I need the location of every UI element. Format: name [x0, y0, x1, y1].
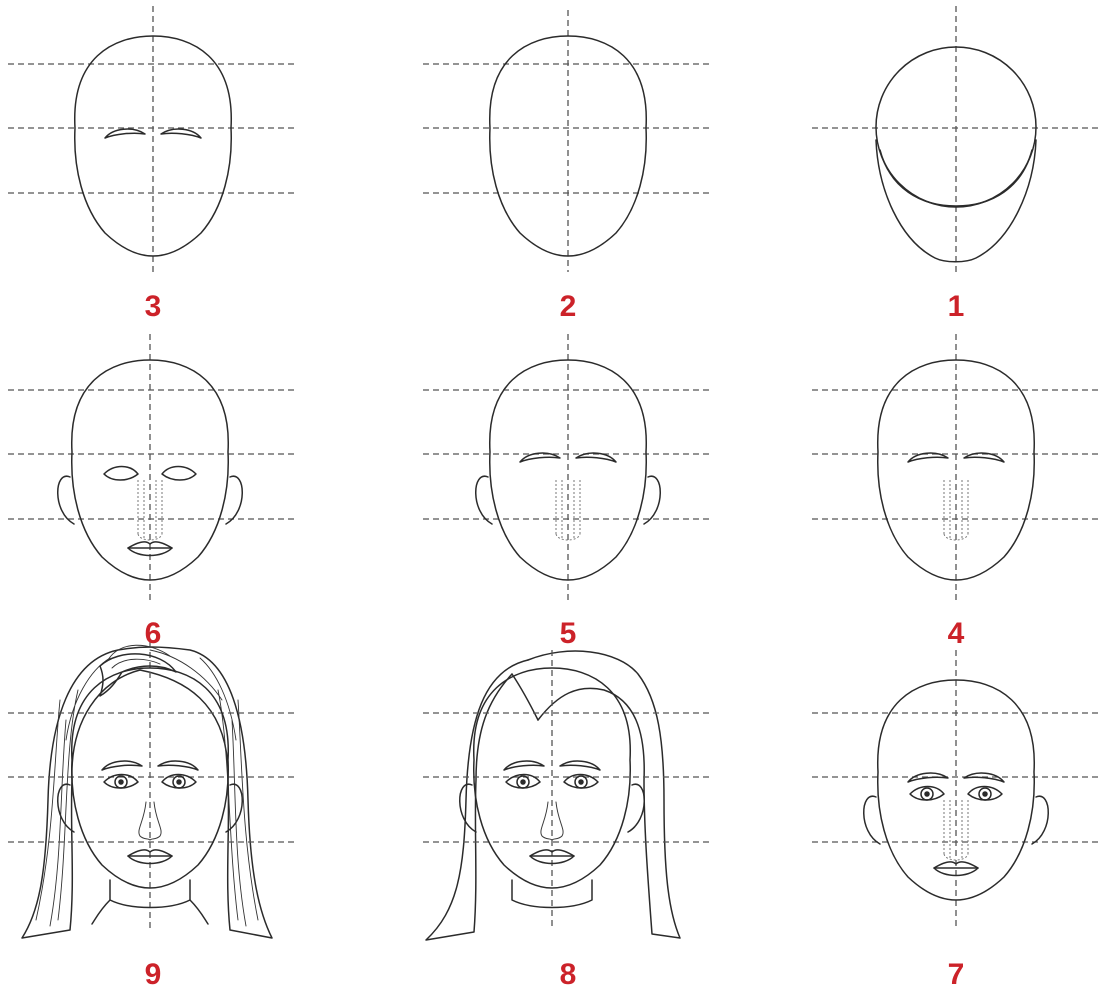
step-number: 2	[560, 290, 577, 323]
step-number: 6	[145, 617, 162, 650]
guide-lines	[812, 6, 1100, 272]
step-panel-6	[8, 334, 298, 600]
guide-lines	[423, 10, 713, 272]
lips	[128, 850, 172, 864]
step-numbers: 3 2 1 6 5 4 9 8 7	[145, 290, 965, 991]
step-number: 9	[145, 958, 162, 991]
guide-lines	[812, 334, 1100, 600]
hair-back	[22, 647, 272, 938]
guide-lines	[812, 650, 1100, 930]
step-panel-9	[8, 642, 298, 938]
step-number: 5	[560, 617, 577, 650]
guide-lines	[8, 334, 298, 600]
step-panel-3	[8, 6, 298, 272]
step-number: 3	[145, 290, 162, 323]
step-number: 1	[948, 290, 965, 323]
step-panel-4	[812, 334, 1100, 600]
hair-outline	[426, 651, 680, 940]
step-number: 4	[948, 617, 965, 650]
guide-lines	[8, 6, 298, 272]
step-number: 8	[560, 958, 577, 991]
step-number: 7	[948, 958, 965, 991]
guide-lines	[423, 334, 713, 600]
lips	[128, 542, 172, 556]
step-panel-7	[812, 650, 1100, 930]
step-panel-1	[812, 6, 1100, 272]
step-panel-5	[423, 334, 713, 600]
step-panel-2	[423, 10, 713, 272]
step-panel-8	[423, 650, 713, 940]
